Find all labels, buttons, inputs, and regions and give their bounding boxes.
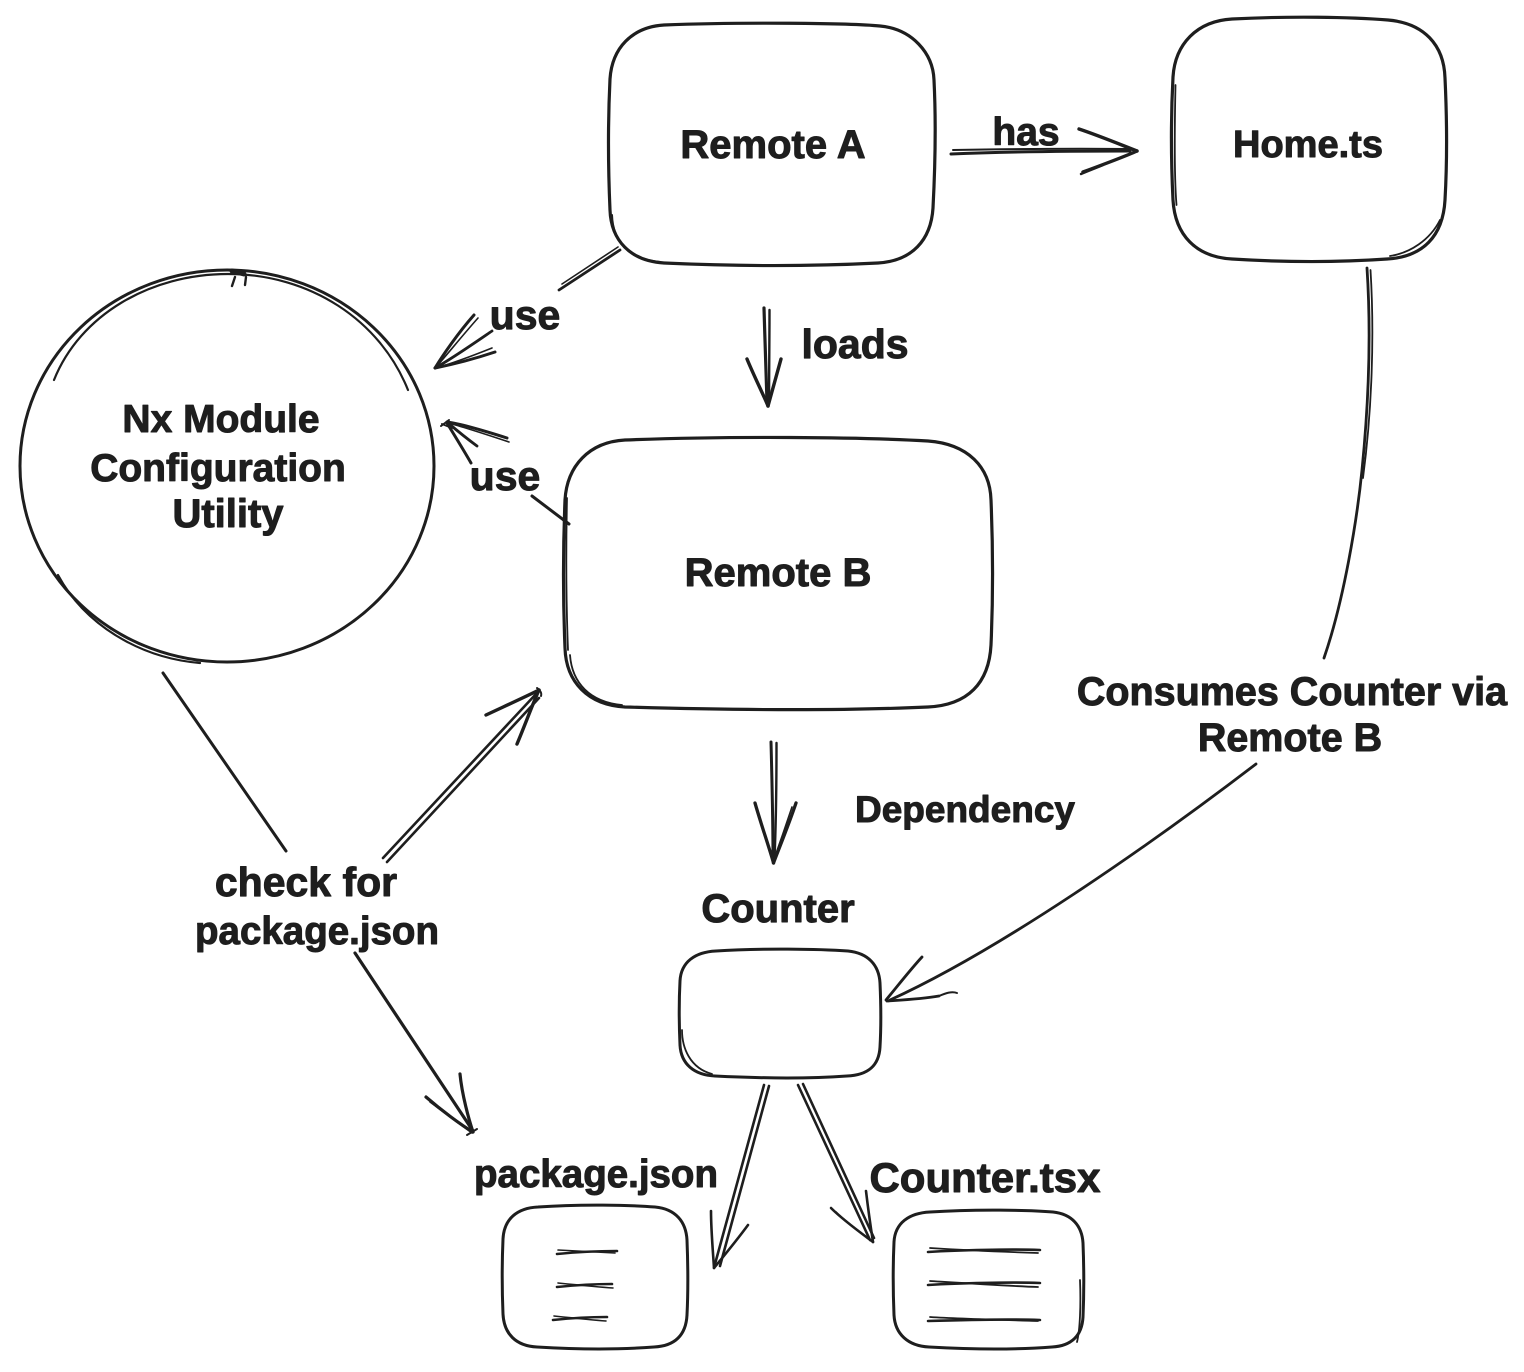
svg-text:Remote B: Remote B [1198,716,1382,760]
svg-text:Home.ts: Home.ts [1233,124,1383,166]
svg-text:Consumes Counter via: Consumes Counter via [1077,670,1508,714]
svg-text:has: has [992,111,1059,154]
svg-text:use: use [490,292,561,338]
svg-text:Configuration: Configuration [90,447,346,490]
svg-text:use: use [470,453,541,499]
svg-text:Dependency: Dependency [855,789,1075,830]
svg-text:Remote B: Remote B [685,551,872,595]
svg-text:package.json: package.json [474,1153,718,1196]
svg-text:Counter: Counter [701,887,854,931]
svg-text:Nx Module: Nx Module [122,398,319,441]
svg-text:package.json: package.json [195,910,439,953]
svg-text:Counter.tsx: Counter.tsx [869,1154,1101,1201]
svg-text:Utility: Utility [172,492,284,536]
svg-text:check for: check for [215,859,397,905]
svg-text:loads: loads [801,321,908,367]
svg-text:Remote A: Remote A [680,123,865,167]
